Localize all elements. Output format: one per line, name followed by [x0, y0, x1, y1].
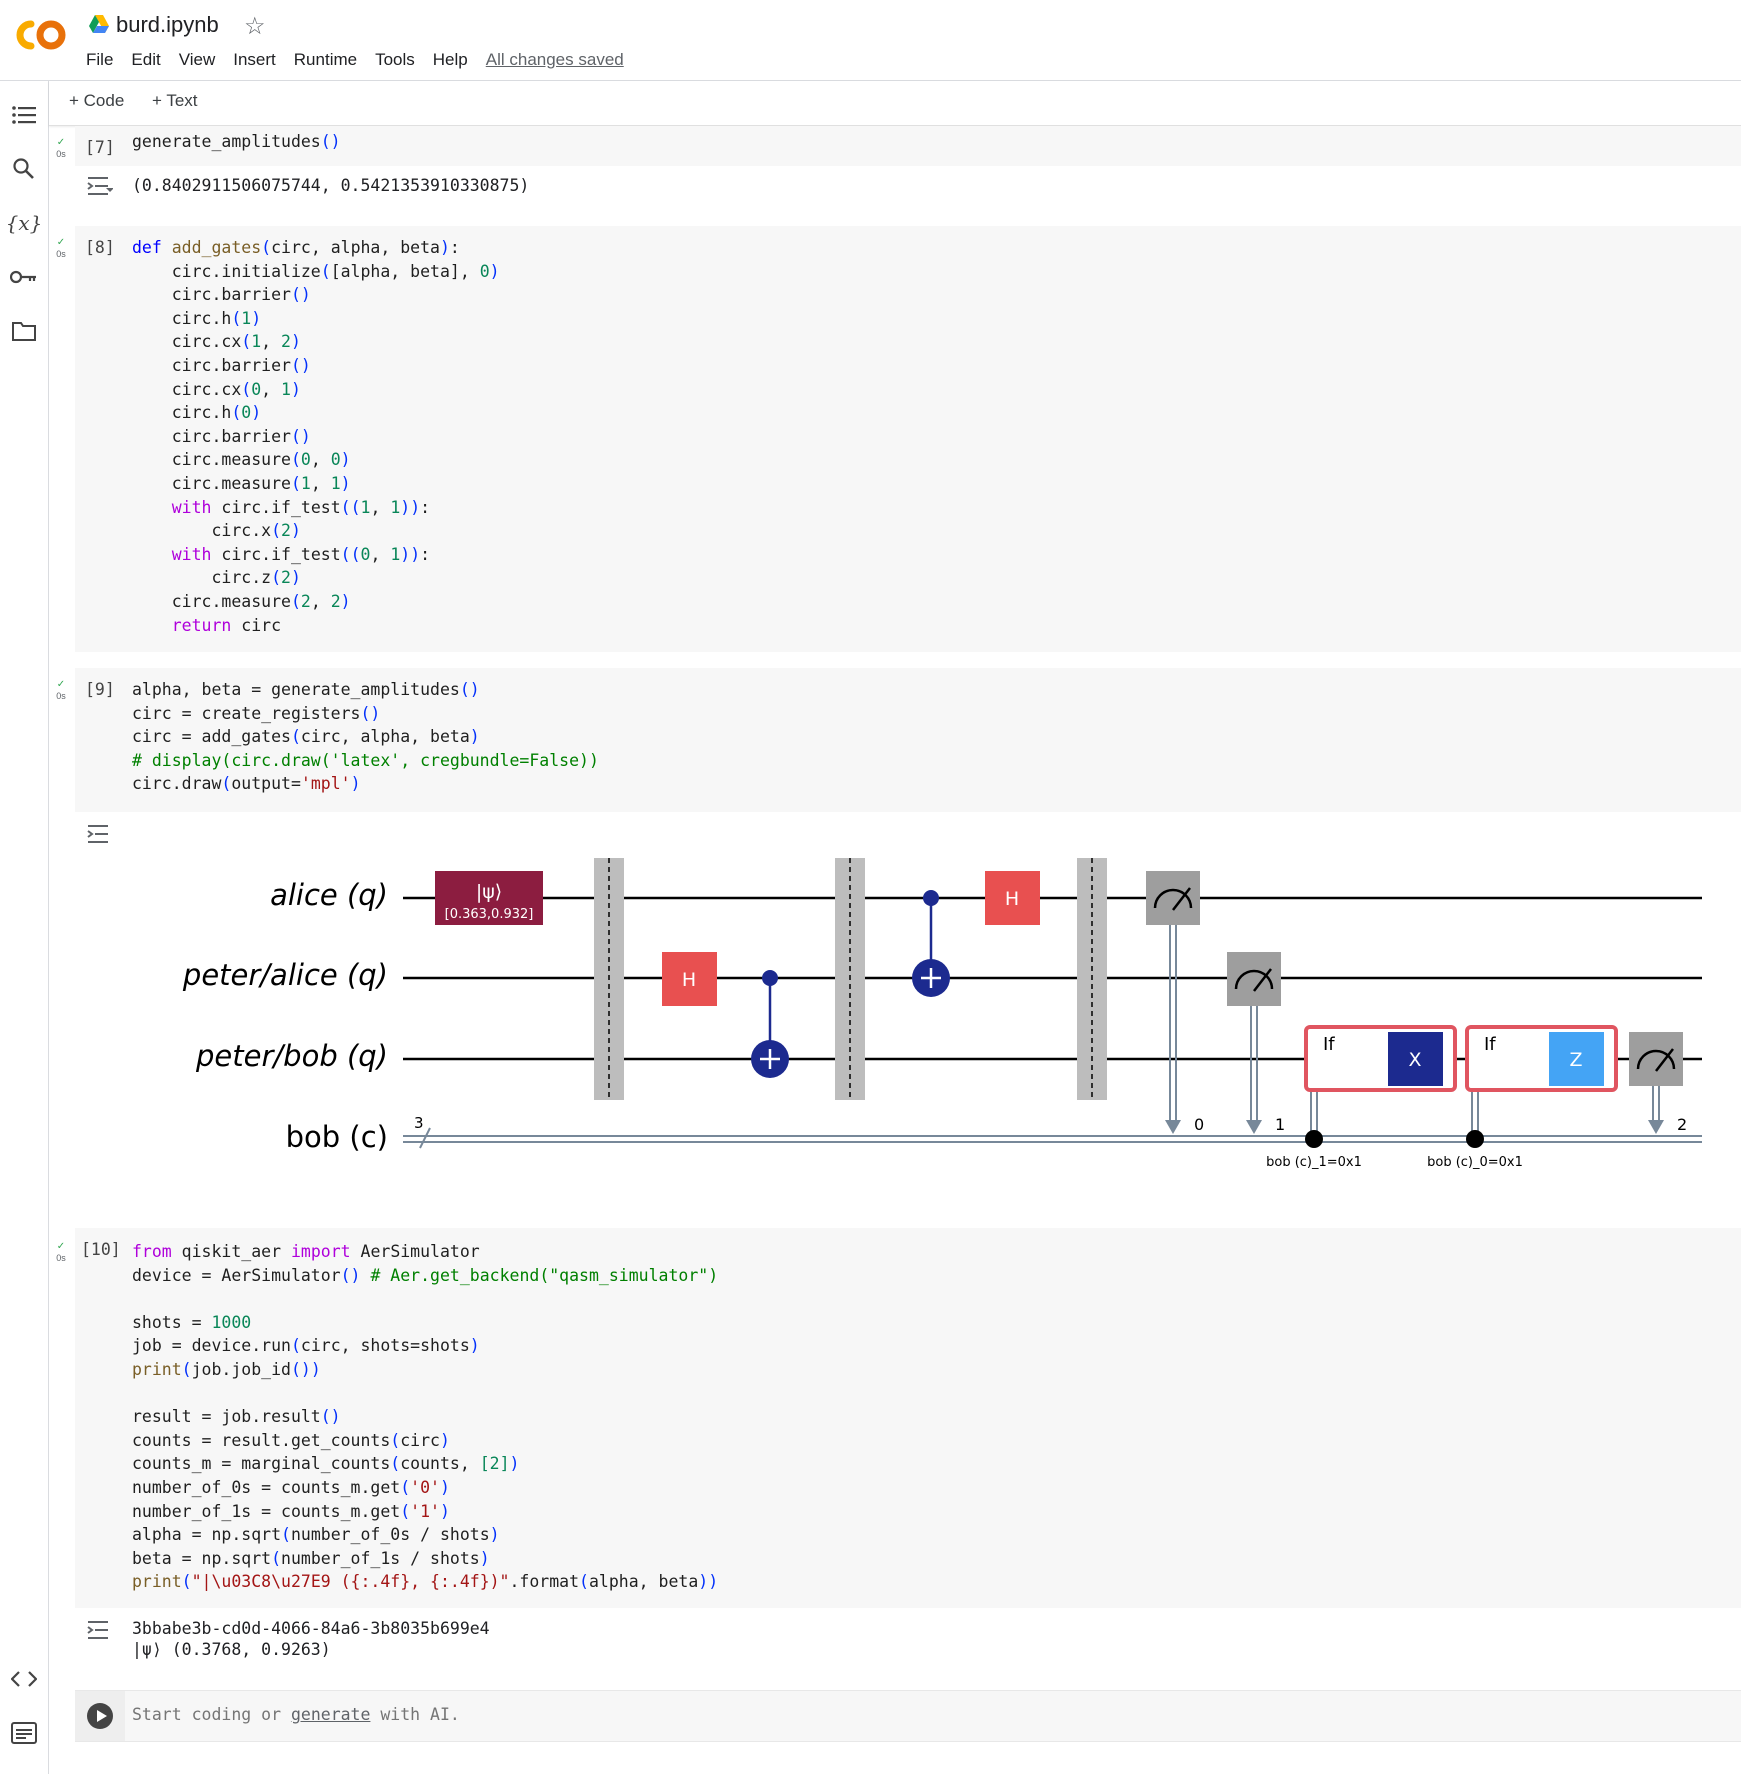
add-text-cell-button[interactable]: + Text [152, 91, 198, 110]
generate-link[interactable]: generate [290, 1705, 371, 1724]
menu-edit[interactable]: Edit [131, 50, 161, 69]
cell-run-status: ✓0s [56, 1241, 66, 1264]
secrets-key-icon[interactable] [10, 263, 38, 291]
svg-text:H: H [682, 969, 696, 991]
if-test-z-block: If Z bob (c)_0=0x1 [1427, 1025, 1618, 1170]
colab-logo[interactable] [14, 18, 68, 52]
classical-wire [403, 1127, 1702, 1149]
quantum-circuit-diagram: alice (q) peter/alice (q) peter/bob (q) … [182, 858, 1702, 1170]
menu-runtime[interactable]: Runtime [293, 50, 358, 69]
barrier [1077, 858, 1107, 1100]
terminal-icon[interactable] [10, 1719, 38, 1747]
left-sidebar: {x} [0, 81, 49, 1774]
barrier [594, 858, 624, 1100]
output-toggle-icon[interactable] [87, 822, 113, 846]
variables-icon[interactable]: {x} [5, 211, 43, 235]
cell-prompt: [9] [85, 680, 115, 699]
svg-text:X: X [1408, 1049, 1421, 1071]
star-icon[interactable]: ☆ [244, 13, 266, 40]
code-editor[interactable]: def add_gates(circ, alpha, beta): circ.i… [132, 238, 500, 635]
cell-output: (0.8402911506075744, 0.5421353910330875) [132, 176, 530, 195]
menu-help[interactable]: Help [432, 50, 468, 69]
svg-text:If: If [1484, 1034, 1496, 1055]
measure-gate: 0 [1146, 871, 1204, 1134]
hadamard-gate: H [662, 952, 717, 1006]
register-label-bob: bob (c) [286, 1120, 388, 1154]
svg-text:If: If [1323, 1034, 1335, 1055]
search-icon[interactable] [10, 155, 38, 183]
menu-bar: File Edit View Insert Runtime Tools Help… [86, 50, 624, 70]
cnot-gate [751, 970, 789, 1078]
table-of-contents-icon[interactable] [10, 101, 38, 129]
register-label-peter-bob: peter/bob (q) [195, 1039, 388, 1073]
add-code-cell-button[interactable]: + Code [69, 91, 125, 110]
cnot-gate [912, 890, 950, 997]
condition-label: bob (c)_1=0x1 [1266, 1155, 1362, 1170]
measure-bit-label: 0 [1194, 1115, 1204, 1134]
measure-bit-label: 2 [1677, 1115, 1687, 1134]
cell-run-status: ✓0s [56, 679, 66, 702]
if-test-x-block: If X bob (c)_1=0x1 [1266, 1025, 1457, 1170]
code-cell[interactable]: [7] generate_amplitudes() [75, 126, 1741, 166]
empty-code-cell[interactable]: Start coding or generate with AI. [75, 1690, 1741, 1742]
insert-toolbar: + Code + Text [49, 81, 1741, 126]
barrier [835, 858, 865, 1100]
output-toggle-icon[interactable] [87, 174, 113, 198]
cell-run-status: ✓0s [56, 137, 66, 160]
cell-prompt: [7] [85, 138, 115, 157]
measure-gate: 2 [1629, 1032, 1687, 1134]
condition-label: bob (c)_0=0x1 [1427, 1155, 1523, 1170]
output-toggle-icon[interactable] [87, 1618, 113, 1642]
run-cell-button[interactable] [87, 1703, 113, 1729]
google-drive-icon [89, 15, 109, 33]
cell-placeholder[interactable]: Start coding or generate with AI. [132, 1705, 460, 1724]
register-label-peter-alice: peter/alice (q) [182, 958, 388, 992]
code-snippets-icon[interactable] [10, 1665, 38, 1693]
code-editor[interactable]: generate_amplitudes() [132, 132, 341, 151]
code-cell[interactable]: [8] def add_gates(circ, alpha, beta): ci… [75, 226, 1741, 652]
svg-text:H: H [1005, 888, 1019, 910]
measure-gate: 1 [1227, 952, 1285, 1134]
save-status-link[interactable]: All changes saved [485, 50, 624, 69]
code-editor[interactable]: from qiskit_aer import AerSimulator devi… [132, 1242, 719, 1592]
cell-prompt: [8] [85, 238, 115, 257]
svg-text:Z: Z [1569, 1049, 1582, 1071]
initialize-gate: |ψ⟩ [0.363,0.932] [435, 871, 543, 925]
cell-output: 3bbabe3b-cd0d-4066-84a6-3b8035b699e4 |ψ⟩… [132, 1619, 490, 1659]
cell-run-status: ✓0s [56, 237, 66, 260]
code-editor[interactable]: alpha, beta = generate_amplitudes() circ… [132, 680, 599, 794]
measure-bit-label: 1 [1275, 1115, 1285, 1134]
code-cell[interactable]: [9] alpha, beta = generate_amplitudes() … [75, 668, 1741, 812]
svg-text:[0.363,0.932]: [0.363,0.932] [445, 907, 534, 922]
menu-insert[interactable]: Insert [233, 50, 276, 69]
menu-file[interactable]: File [86, 50, 114, 69]
notebook-title[interactable]: burd.ipynb [116, 12, 219, 37]
files-folder-icon[interactable] [10, 317, 38, 345]
code-cell[interactable]: [10] from qiskit_aer import AerSimulator… [75, 1228, 1741, 1608]
top-bar: burd.ipynb ☆ File Edit View Insert Runti… [0, 0, 1741, 81]
menu-tools[interactable]: Tools [375, 50, 415, 69]
register-label-alice: alice (q) [270, 878, 388, 912]
menu-view[interactable]: View [178, 50, 216, 69]
hadamard-gate: H [985, 871, 1040, 925]
cell-prompt: [10] [81, 1240, 121, 1259]
bundle-size-label: 3 [414, 1114, 424, 1132]
svg-text:|ψ⟩: |ψ⟩ [476, 881, 502, 903]
